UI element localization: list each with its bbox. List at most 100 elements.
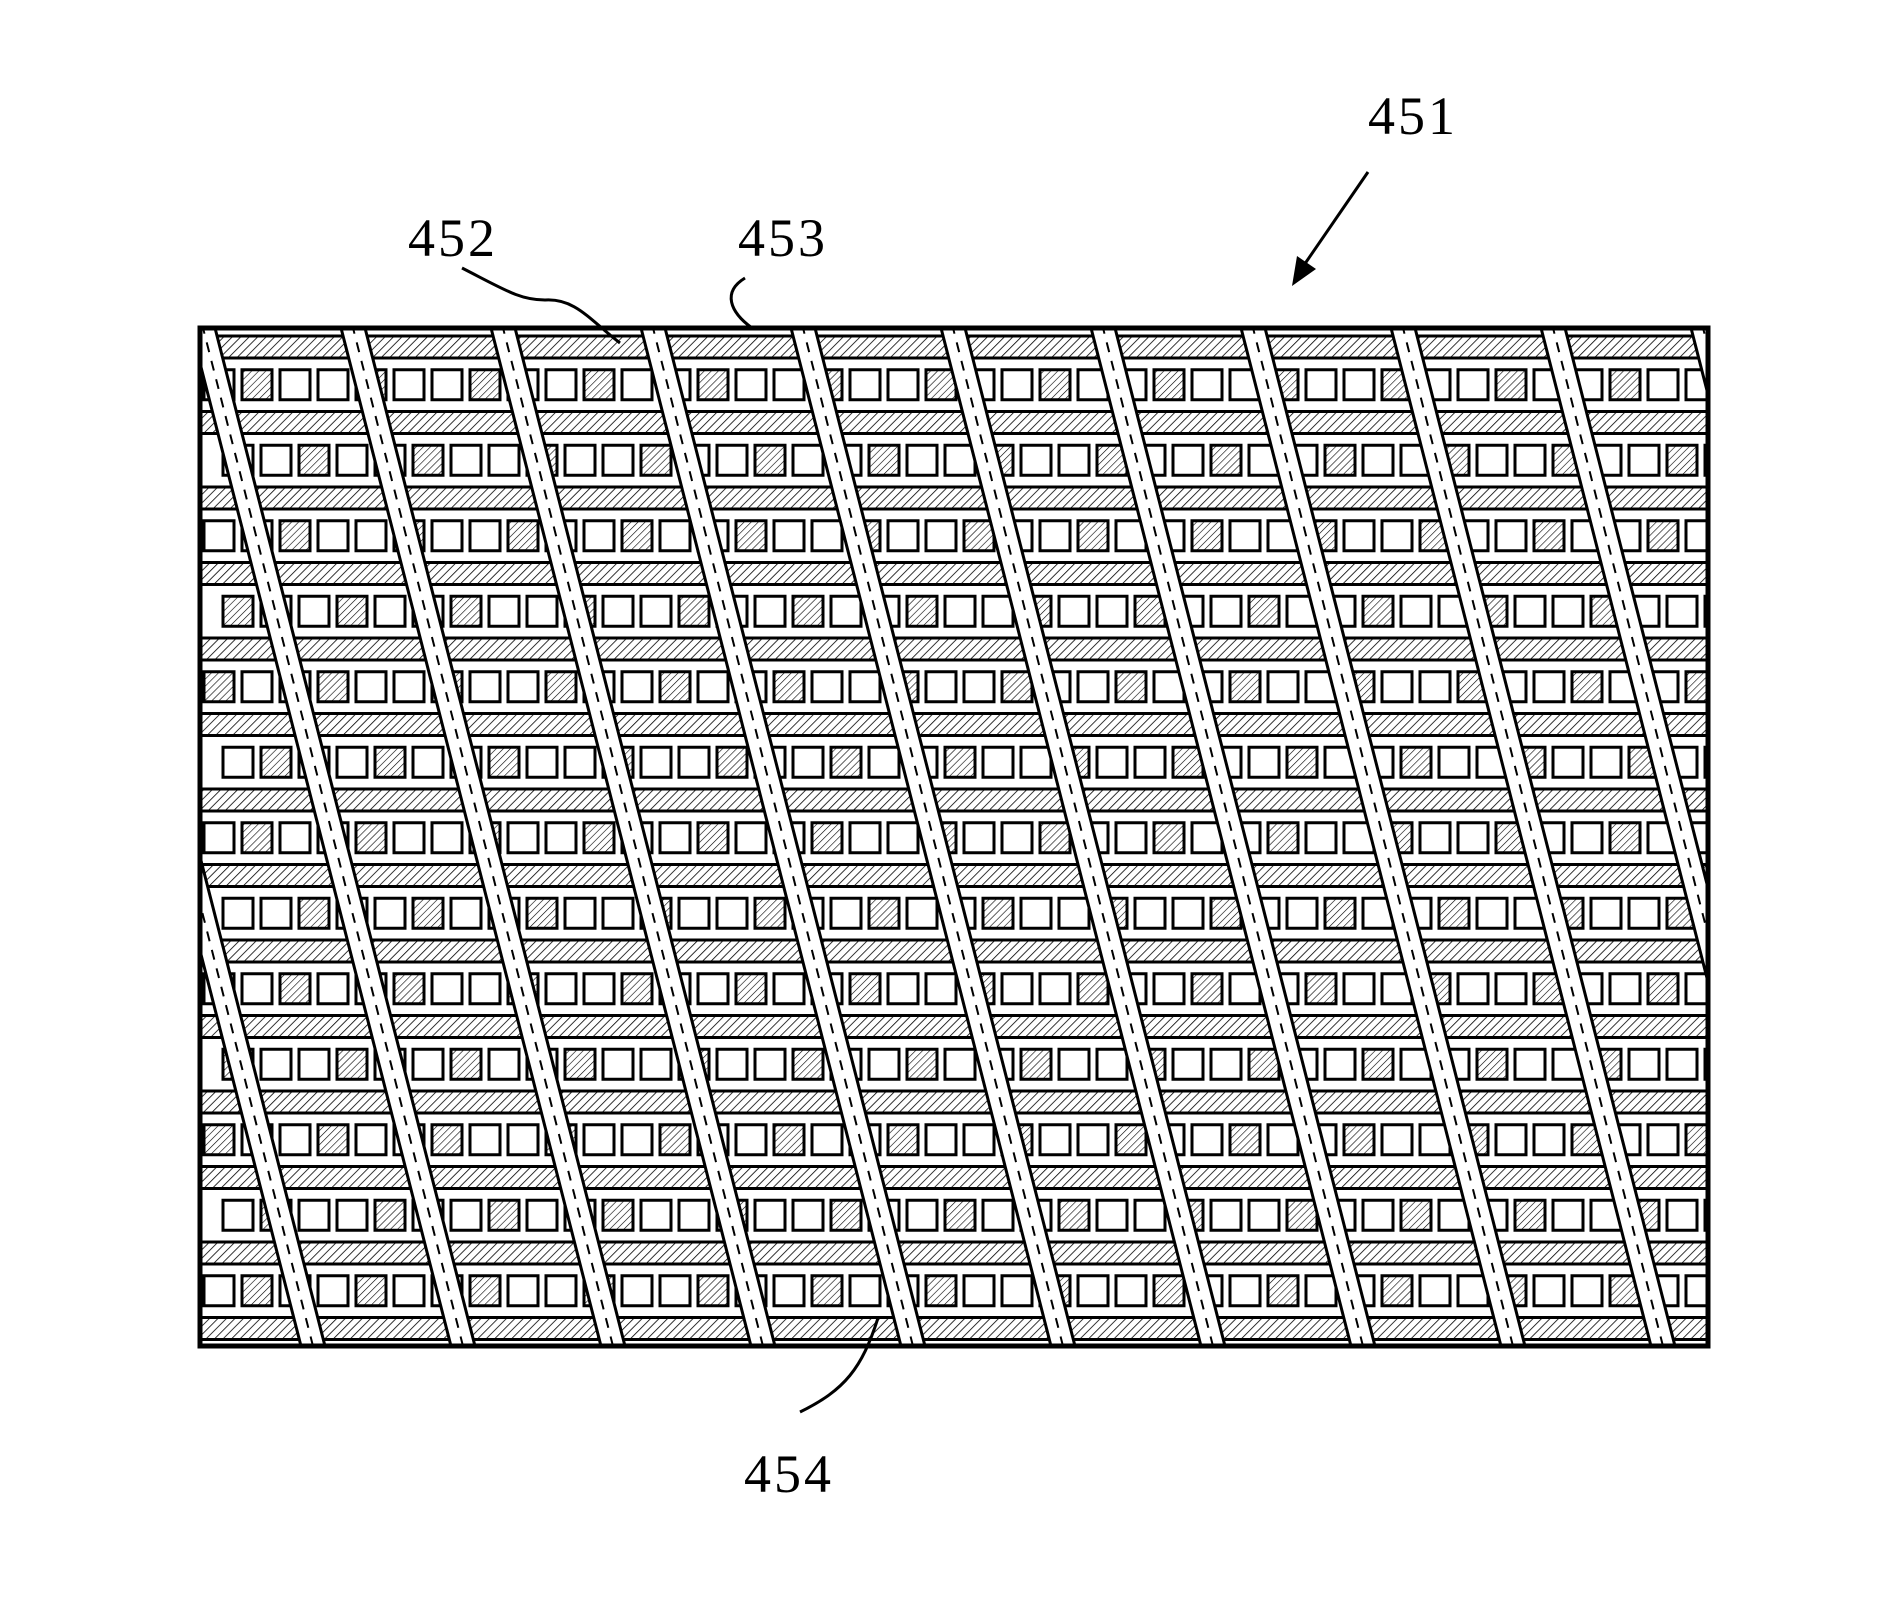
grid-cell [888,1125,918,1155]
grid-cell [793,1049,823,1079]
ref-label-451: 451 [1368,86,1458,146]
grid-cell [1629,1049,1659,1079]
grid-cell [1496,370,1526,400]
grid-cell [793,747,823,777]
grid-cell [1249,596,1279,626]
grid-cell [470,521,500,551]
grid-cell [1325,445,1355,475]
grid-cell [698,823,728,853]
grid-cell [1078,672,1108,702]
grid-cell [1686,974,1716,1004]
grid-cell [831,596,861,626]
grid-cell [1553,596,1583,626]
grid-cell [945,596,975,626]
grid-cell [888,370,918,400]
grid-cell [527,596,557,626]
grid-cell [1686,1276,1716,1306]
grid-cell [204,1276,234,1306]
diagonal-band [1840,324,1891,1350]
grid-cell [660,521,690,551]
grid-cell [1154,974,1184,1004]
grid-cell [470,1125,500,1155]
grid-cell [413,747,443,777]
grid-cell [1173,898,1203,928]
grid-cell [641,445,671,475]
horizontal-band [200,1016,1708,1038]
grid-cell [1116,823,1146,853]
grid-cell [1420,1276,1450,1306]
grid-cell [1173,445,1203,475]
grid-cell [1610,823,1640,853]
grid-cell [1192,370,1222,400]
grid-cell [261,445,291,475]
grid-cell [774,672,804,702]
grid-cell [1686,672,1716,702]
grid-cell [508,1125,538,1155]
grid-cell [280,370,310,400]
grid-cell [812,823,842,853]
grid-cell [413,445,443,475]
grid-cell [812,672,842,702]
grid-cell [1439,747,1469,777]
grid-cell [1268,823,1298,853]
grid-cell [736,521,766,551]
grid-cell [1097,747,1127,777]
grid-cell [489,1049,519,1079]
grid-cell [736,370,766,400]
grid-cell [1477,1049,1507,1079]
leader-453 [731,278,752,328]
grid-cell [622,1276,652,1306]
grid-cell [1287,747,1317,777]
grid-cell [755,596,785,626]
grid-cell [717,898,747,928]
grid-cell [1382,672,1412,702]
grid-cell [1648,521,1678,551]
grid-cell [546,1276,576,1306]
grid-cell [1591,898,1621,928]
grid-cell [1249,1049,1279,1079]
horizontal-band [200,487,1708,509]
grid-cell [1268,1276,1298,1306]
grid-cell [622,1125,652,1155]
grid-cell [1059,1200,1089,1230]
grid-cell [1116,1276,1146,1306]
grid-cell [356,521,386,551]
grid-cell [926,672,956,702]
grid-cell [622,672,652,702]
grid-cell [394,672,424,702]
grid-cell [926,1125,956,1155]
grid-cell [1287,1200,1317,1230]
diagonal-band-centerline [0,324,14,1350]
grid-cell [736,823,766,853]
grid-cell [204,823,234,853]
grid-cell [1287,898,1317,928]
grid-cell [1553,1200,1583,1230]
grid-cell [907,898,937,928]
grid-cell [337,445,367,475]
grid-cell [831,1200,861,1230]
grid-cell [831,747,861,777]
grid-cell [1667,1200,1697,1230]
horizontal-band [200,714,1708,736]
grid-cell [565,747,595,777]
grid-cell [1344,974,1374,1004]
grid-cell [717,747,747,777]
grid-cell [1230,974,1260,1004]
diagonal-band [1690,324,1891,1350]
grid-cell [394,974,424,1004]
grid-cell [1401,747,1431,777]
grid-cell [1154,370,1184,400]
grid-cell [1648,974,1678,1004]
grid-cell [964,672,994,702]
grid-cell [1477,898,1507,928]
grid-cell [242,370,272,400]
grid-cell [755,445,785,475]
horizontal-band [200,412,1708,434]
grid-cell [1325,898,1355,928]
grid-cell [1401,596,1431,626]
grid-cell [1040,1125,1070,1155]
grid-cell [869,747,899,777]
diagonal-band-centerline [0,324,164,1350]
grid-cell [983,898,1013,928]
